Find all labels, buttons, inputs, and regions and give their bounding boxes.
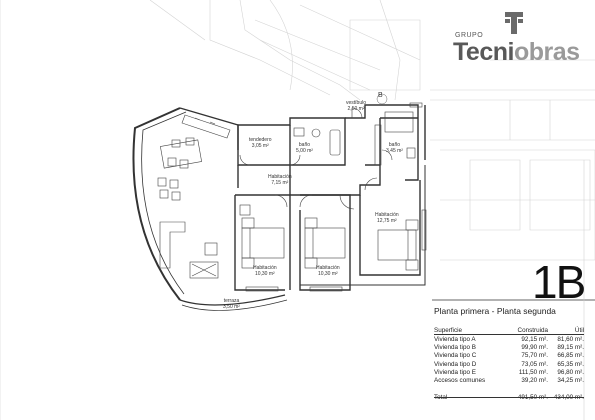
brand-name: Tecniobras	[453, 38, 580, 67]
room-name: vestíbulo	[346, 100, 367, 106]
room-name: tendedero	[249, 137, 272, 143]
header-util: Útil	[574, 326, 584, 334]
row-name: Vivienda tipo C	[434, 352, 477, 360]
row-name: Vivienda tipo B	[434, 343, 476, 351]
row-util: 34,25 m².	[557, 377, 584, 385]
header-construida: Construida	[517, 326, 548, 334]
table-row: Accesos comunes 39,20 m². 34,25 m².	[434, 376, 584, 384]
brand-name-part2: obras	[513, 38, 580, 66]
room-area: 5,00 m²	[296, 148, 313, 154]
room-terraza: terraza 3,50 m²	[223, 298, 240, 310]
row-construida: 92,15 m².	[521, 335, 548, 343]
brand-logo-mark	[505, 12, 523, 34]
room-habitacion-center: Habitación 7,15 m²	[268, 174, 292, 186]
row-name: Vivienda tipo E	[434, 368, 476, 376]
area-table: Superficie Construida Útil Vivienda tipo…	[434, 325, 584, 402]
room-area: 7,15 m²	[271, 180, 289, 186]
table-total-rule	[434, 397, 584, 398]
row-name: Vivienda tipo A	[434, 335, 476, 343]
room-name: Habitación	[268, 174, 292, 180]
room-area: 3,05 m²	[251, 143, 269, 149]
room-area: 3,45 m²	[386, 148, 403, 154]
room-name: Habitación	[253, 265, 277, 271]
room-area: 3,50 m²	[223, 304, 240, 310]
row-util: 96,80 m².	[557, 368, 584, 376]
furniture	[157, 111, 419, 279]
room-area: 10,30 m²	[317, 271, 338, 277]
header-superficie: Superficie	[434, 326, 463, 334]
unit-code: 1B	[532, 256, 586, 308]
room-habitacion-bottom-2: Habitación 10,30 m²	[316, 265, 340, 277]
room-name: terraza	[223, 298, 240, 304]
table-row: Vivienda tipo E 111,50 m². 96,80 m².	[434, 368, 584, 376]
room-vestibulo: vestíbulo 2,50 m²	[346, 100, 366, 112]
table-total-row: Total 491,50 m². 434,00 m².	[434, 394, 584, 402]
total-construida: 491,50 m².	[517, 394, 548, 402]
row-util: 81,60 m².	[557, 335, 584, 343]
row-construida: 99,90 m².	[521, 343, 548, 351]
stair-marker	[376, 93, 388, 105]
table-header-rule	[434, 334, 584, 335]
table-row: Vivienda tipo A 92,15 m². 81,60 m².	[434, 335, 584, 343]
room-name: Habitación	[375, 212, 399, 218]
room-area: 2,50 m²	[347, 106, 365, 112]
row-construida: 75,70 m².	[521, 352, 548, 360]
row-construida: 73,05 m².	[521, 360, 548, 368]
total-util: 434,00 m².	[553, 394, 584, 402]
stair-letter: B	[378, 92, 383, 99]
room-area: 10,30 m²	[254, 271, 275, 277]
brand-group-label: GRUPO	[455, 32, 484, 39]
plan-title: Planta primera - Planta segunda	[434, 306, 556, 316]
table-row: Vivienda tipo B 99,90 m². 89,15 m².	[434, 343, 584, 351]
row-name: Vivienda tipo D	[434, 360, 477, 368]
total-name: Total	[434, 394, 448, 402]
row-util: 89,15 m².	[557, 343, 584, 351]
brand-name-part1: Tecni	[453, 38, 514, 66]
room-name: baño	[388, 142, 401, 148]
room-name: Habitación	[316, 265, 340, 271]
room-bano-1: baño 5,00 m²	[296, 142, 313, 154]
row-util: 65,35 m².	[557, 360, 584, 368]
row-name: Accesos comunes	[434, 377, 486, 385]
table-row: Vivienda tipo D 73,05 m². 65,35 m².	[434, 360, 584, 368]
room-habitacion-bottom-1: Habitación 10,30 m²	[253, 265, 277, 277]
row-construida: 39,20 m².	[521, 377, 548, 385]
doors-and-windows	[239, 102, 427, 292]
room-name: baño	[298, 142, 311, 148]
table-header-row: Superficie Construida Útil	[434, 325, 584, 335]
table-row: Vivienda tipo C 75,70 m². 66,85 m².	[434, 352, 584, 360]
room-tendedero: tendedero 3,05 m²	[249, 137, 272, 149]
room-bano-2: baño 3,45 m²	[386, 142, 403, 154]
room-habitacion-right: Habitación 12,75 m²	[375, 212, 399, 224]
apartment-walls	[132, 104, 426, 311]
row-util: 66,85 m².	[557, 352, 584, 360]
room-area: 12,75 m²	[376, 218, 397, 224]
row-construida: 111,50 m².	[518, 368, 548, 376]
